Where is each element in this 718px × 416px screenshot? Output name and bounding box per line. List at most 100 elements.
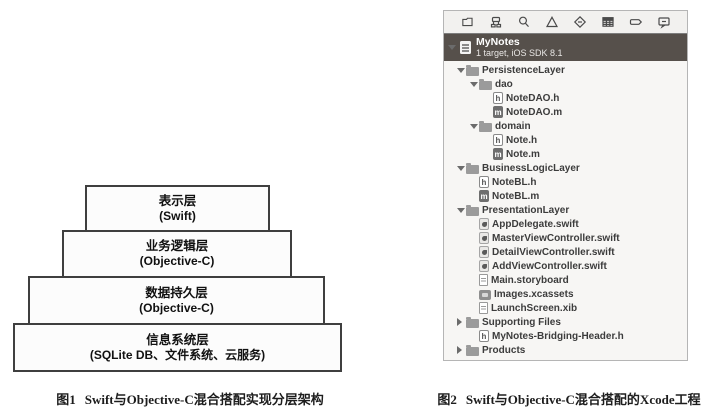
- tree-item-products[interactable]: Products: [444, 343, 687, 357]
- layer-name: 数据持久层: [145, 285, 208, 300]
- resource-file-icon: [479, 302, 488, 314]
- tree-item-domain[interactable]: domain: [444, 119, 687, 133]
- disclosure-open-icon[interactable]: [470, 122, 479, 131]
- folder-icon: [466, 316, 479, 328]
- header-file-icon: [493, 134, 503, 146]
- tree-item-addviewcontroller.swift[interactable]: AddViewController.swift: [444, 259, 687, 273]
- swift-file-icon: [479, 260, 489, 272]
- tree-item-launchscreen.xib[interactable]: LaunchScreen.xib: [444, 301, 687, 315]
- folder-icon: [479, 78, 492, 90]
- file-label: LaunchScreen.xib: [491, 302, 578, 314]
- layer-business-logic: 业务逻辑层 (Objective-C): [62, 230, 292, 278]
- folder-icon: [466, 64, 479, 76]
- disclosure-spacer: [484, 150, 493, 159]
- file-label: MyNotes-Bridging-Header.h: [492, 330, 624, 342]
- test-navigator-icon[interactable]: [573, 15, 587, 29]
- file-label: dao: [495, 78, 513, 90]
- tree-item-images.xcassets[interactable]: Images.xcassets: [444, 287, 687, 301]
- report-navigator-icon[interactable]: [657, 15, 671, 29]
- figure2-label: 图2: [437, 392, 457, 407]
- layer-tech: (SQLite DB、文件系统、云服务): [89, 347, 266, 362]
- file-label: Supporting Files: [482, 316, 561, 328]
- breakpoint-navigator-icon[interactable]: [629, 15, 643, 29]
- layer-name: 信息系统层: [146, 332, 209, 347]
- project-name: MyNotes: [476, 35, 520, 48]
- layer-tech: (Objective-C): [139, 300, 214, 315]
- swift-file-icon: [479, 232, 489, 244]
- tree-item-masterviewcontroller.swift[interactable]: MasterViewController.swift: [444, 231, 687, 245]
- file-label: NoteDAO.m: [506, 106, 563, 118]
- symbol-navigator-icon[interactable]: [489, 15, 503, 29]
- layer-tech: (Objective-C): [139, 254, 215, 268]
- disclosure-spacer: [470, 290, 479, 299]
- disclosure-open-icon[interactable]: [470, 80, 479, 89]
- header-file-icon: [479, 176, 489, 188]
- project-file-icon: [460, 41, 471, 54]
- folder-icon: [466, 344, 479, 356]
- project-subtitle: 1 target, iOS SDK 8.1: [476, 47, 563, 58]
- file-label: Products: [482, 344, 526, 356]
- disclosure-spacer: [484, 136, 493, 145]
- tree-item-mynotes-bridging-header.h[interactable]: MyNotes-Bridging-Header.h: [444, 329, 687, 343]
- folder-icon: [466, 162, 479, 174]
- file-label: PresentationLayer: [482, 204, 570, 216]
- tree-item-supporting-files[interactable]: Supporting Files: [444, 315, 687, 329]
- project-row-mynotes[interactable]: MyNotes 1 target, iOS SDK 8.1: [444, 34, 687, 61]
- file-label: Note.m: [506, 148, 540, 160]
- disclosure-spacer: [470, 332, 479, 341]
- tree-item-persistencelayer[interactable]: PersistenceLayer: [444, 63, 687, 77]
- tree-item-notebl.h[interactable]: NoteBL.h: [444, 175, 687, 189]
- tree-item-presentationlayer[interactable]: PresentationLayer: [444, 203, 687, 217]
- issue-navigator-icon[interactable]: [545, 15, 559, 29]
- tree-item-notedao.m[interactable]: NoteDAO.m: [444, 105, 687, 119]
- layer-information-system: 信息系统层 (SQLite DB、文件系统、云服务): [13, 323, 342, 372]
- project-navigator-icon[interactable]: [461, 15, 475, 29]
- tree-item-businesslogiclayer[interactable]: BusinessLogicLayer: [444, 161, 687, 175]
- asset-catalog-icon: [479, 289, 491, 300]
- file-label: DetailViewController.swift: [492, 246, 615, 258]
- layer-name: 业务逻辑层: [145, 239, 209, 253]
- disclosure-closed-icon[interactable]: [457, 346, 466, 355]
- disclosure-closed-icon[interactable]: [457, 318, 466, 327]
- file-label: domain: [495, 120, 531, 132]
- figure2-caption-text: Swift与Objective-C混合搭配的Xcode工程: [465, 392, 701, 407]
- file-label: BusinessLogicLayer: [482, 162, 580, 174]
- tree-item-detailviewcontroller.swift[interactable]: DetailViewController.swift: [444, 245, 687, 259]
- tree-item-note.m[interactable]: Note.m: [444, 147, 687, 161]
- tree-item-dao[interactable]: dao: [444, 77, 687, 91]
- tree-item-appdelegate.swift[interactable]: AppDelegate.swift: [444, 217, 687, 231]
- disclosure-spacer: [470, 178, 479, 187]
- folder-icon: [479, 120, 492, 132]
- xcode-navigator-panel: MyNotes 1 target, iOS SDK 8.1 Persistenc…: [443, 10, 688, 361]
- disclosure-spacer: [484, 94, 493, 103]
- layer-data-persistence: 数据持久层 (Objective-C): [28, 276, 325, 325]
- disclosure-open-icon[interactable]: [457, 66, 466, 75]
- layer-name: 表示层: [158, 193, 197, 208]
- swift-file-icon: [479, 218, 489, 230]
- debug-navigator-icon[interactable]: [601, 15, 615, 29]
- header-file-icon: [493, 92, 503, 104]
- search-icon[interactable]: [517, 15, 531, 29]
- disclosure-spacer: [470, 304, 479, 313]
- file-label: MasterViewController.swift: [492, 232, 620, 244]
- file-label: NoteBL.h: [492, 176, 537, 188]
- swift-file-icon: [479, 246, 489, 258]
- layer-tech: (Swift): [159, 208, 196, 223]
- disclosure-spacer: [470, 276, 479, 285]
- tree-item-note.h[interactable]: Note.h: [444, 133, 687, 147]
- disclosure-spacer: [484, 108, 493, 117]
- file-label: NoteBL.m: [492, 190, 540, 202]
- file-label: Images.xcassets: [494, 288, 574, 300]
- tree-item-notedao.h[interactable]: NoteDAO.h: [444, 91, 687, 105]
- disclosure-spacer: [470, 262, 479, 271]
- tree-item-main.storyboard[interactable]: Main.storyboard: [444, 273, 687, 287]
- disclosure-open-icon[interactable]: [457, 164, 466, 173]
- disclosure-spacer: [470, 220, 479, 229]
- disclosure-open-icon[interactable]: [448, 43, 457, 52]
- file-label: Main.storyboard: [491, 274, 569, 286]
- tree-item-notebl.m[interactable]: NoteBL.m: [444, 189, 687, 203]
- file-label: Note.h: [506, 134, 538, 146]
- disclosure-open-icon[interactable]: [457, 206, 466, 215]
